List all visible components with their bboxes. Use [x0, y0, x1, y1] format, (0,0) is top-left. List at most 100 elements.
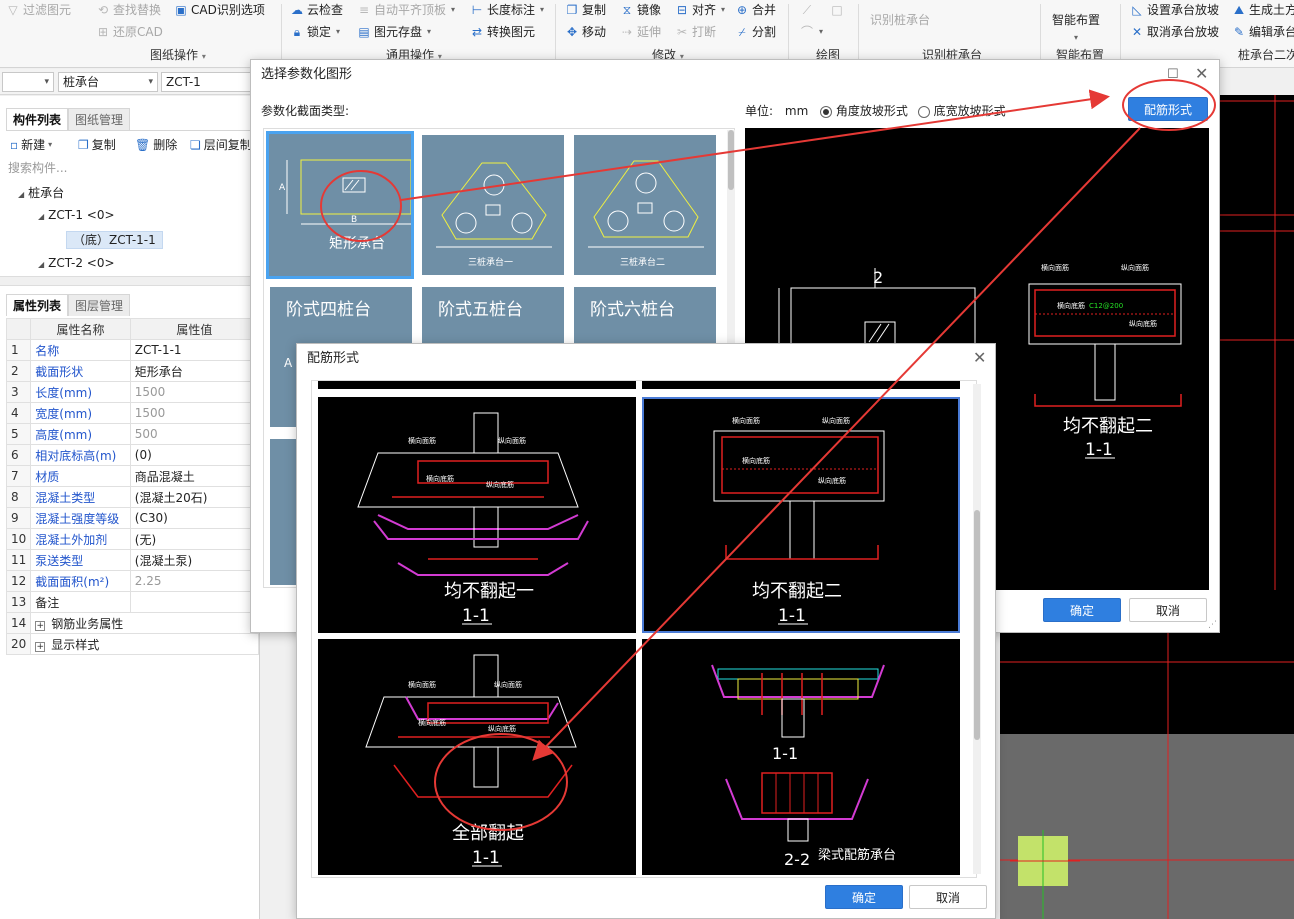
scroll-thumb[interactable]	[974, 510, 980, 740]
property-value[interactable]	[129, 591, 260, 613]
group-expand-icon[interactable]: ▾	[437, 52, 442, 61]
find-replace-button[interactable]: ⟲查找替换	[97, 3, 162, 17]
line-tool-button[interactable]: ⟋	[800, 0, 814, 20]
copy-component-button[interactable]: ❐复制	[78, 135, 116, 155]
layer-copy-button[interactable]: ❏层间复制	[190, 135, 252, 155]
cancel-slope-button[interactable]: ✕取消承台放坡	[1131, 25, 1220, 39]
rebar-cell-all-bend[interactable]: 横向面筋 纵向面筋 横向底筋 纵向底筋 全部翻起 1-1	[318, 639, 636, 875]
delete-button[interactable]: 🗑︎删除	[135, 135, 177, 155]
rebar-cell-no-bend-1[interactable]: 横向面筋 纵向面筋 横向底筋 纵向底筋 均不翻起一 1-1	[318, 397, 636, 633]
align-button[interactable]: ⊟对齐▾	[675, 0, 725, 20]
tab-drawing-management[interactable]: 图纸管理	[68, 108, 131, 130]
cloud-check-button[interactable]: ☁云检查	[291, 3, 344, 17]
property-value[interactable]: 1500	[129, 381, 260, 403]
property-value[interactable]: ZCT-1-1	[129, 339, 260, 361]
tab-layer-management[interactable]: 图层管理	[68, 294, 131, 316]
edit-pile-cap-button[interactable]: ✎编辑承台	[1233, 25, 1294, 39]
filter-button[interactable]: ▽过滤图元	[6, 0, 71, 20]
break-button[interactable]: ✂打断	[676, 25, 717, 39]
radio-angle-slope[interactable]	[820, 105, 833, 118]
rebar-cell-no-bend-2[interactable]: 横向面筋 纵向面筋 横向底筋 纵向底筋 均不翻起二 1-1	[642, 397, 960, 633]
new-button[interactable]: ▫新建▾	[10, 135, 52, 155]
tab-property-list[interactable]: 属性列表	[6, 294, 69, 316]
maximize-icon[interactable]: ☐	[1167, 67, 1179, 82]
radio-width-slope[interactable]	[917, 105, 930, 118]
property-value[interactable]: 矩形承台	[129, 360, 260, 382]
property-value[interactable]: (0)	[129, 444, 260, 466]
tree-node-zct1[interactable]: ◢ZCT-1 <0>	[38, 208, 115, 222]
property-value[interactable]: 2.25	[129, 570, 260, 592]
close-icon[interactable]: ✕	[973, 348, 987, 367]
rebar-cell-beam-cap[interactable]: 1-1 2-2 梁式配筋承台	[642, 639, 960, 875]
auto-flat-slab-button[interactable]: ≡自动平齐顶板▾	[357, 0, 455, 20]
property-value[interactable]: (无)	[129, 528, 260, 550]
property-value[interactable]: (混凝土20石)	[129, 486, 260, 508]
tree-node-zct2[interactable]: ◢ZCT-2 <0>	[38, 256, 115, 270]
property-group[interactable]: +钢筋业务属性	[30, 612, 259, 634]
group-expand-icon[interactable]: ▾	[679, 52, 684, 61]
panel-splitter[interactable]	[0, 276, 260, 286]
tree-root[interactable]: ◢桩承台	[18, 186, 65, 200]
smart-layout-dropdown[interactable]: ▾	[1072, 28, 1078, 48]
smart-layout-button[interactable]: 智能布置	[1052, 13, 1101, 27]
extend-button[interactable]: ⇢延伸	[621, 25, 662, 39]
thumb-three-pile-2[interactable]: 三桩承台二	[574, 135, 716, 275]
expand-plus-icon[interactable]: +	[35, 620, 46, 631]
element-save-button[interactable]: ▤图元存盘▾	[357, 22, 431, 42]
property-value[interactable]: 1500	[129, 402, 260, 424]
resize-grip-icon[interactable]: ⋰	[1208, 620, 1217, 630]
rebar-cancel-button[interactable]: 取消	[909, 885, 987, 909]
merge-button[interactable]: ⊕合并	[736, 3, 777, 17]
group-expand-icon[interactable]: ▾	[201, 52, 206, 61]
property-value[interactable]: 商品混凝土	[129, 465, 260, 487]
mirror-button[interactable]: ⧖镜像	[620, 0, 661, 20]
arc-tool-button[interactable]: ⌒▾	[800, 22, 823, 42]
copy-button[interactable]: ❐复制	[566, 3, 607, 17]
lock-button[interactable]: 🔒︎锁定▾	[290, 22, 340, 42]
property-group[interactable]: +显示样式	[30, 633, 259, 655]
param-cancel-button[interactable]: 取消	[1129, 598, 1207, 622]
set-slope-button[interactable]: ◺设置承台放坡	[1130, 0, 1219, 20]
component-select[interactable]: ZCT-1	[161, 72, 257, 92]
table-row-group[interactable]: 20+显示样式	[5, 633, 259, 655]
search-input[interactable]: 搜索构件...	[8, 161, 68, 175]
restore-cad-button[interactable]: ⊞还原CAD	[97, 25, 163, 39]
thumb-rect-cap[interactable]: A B 矩形承台	[266, 131, 414, 279]
table-row-group[interactable]: 14+钢筋业务属性	[5, 612, 259, 634]
property-value[interactable]: (C30)	[129, 507, 260, 529]
type-select[interactable]: 桩承台▾	[58, 72, 158, 92]
rebar-form-button[interactable]: 配筋形式	[1128, 97, 1208, 121]
property-value[interactable]: 500	[129, 423, 260, 445]
length-dim-button[interactable]: ⊢长度标注▾	[470, 0, 544, 20]
split-button[interactable]: ⌿分割	[735, 22, 776, 42]
tree-node-zct1-1[interactable]: （底）ZCT-1-1	[66, 231, 163, 249]
identify-pile-cap-button[interactable]: 识别桩承台	[870, 13, 931, 27]
move-button[interactable]: ✥移动	[566, 25, 607, 39]
thumb-three-pile-1[interactable]: 三桩承台一	[422, 135, 564, 275]
cad-options-button[interactable]: ▣CAD识别选项	[175, 3, 265, 17]
close-icon[interactable]: ✕	[1195, 64, 1209, 83]
rebar-ok-button[interactable]: 确定	[825, 885, 903, 909]
scroll-thumb[interactable]	[728, 130, 734, 190]
rect-tool-button[interactable]: □	[830, 0, 844, 20]
param-ok-button[interactable]: 确定	[1043, 598, 1121, 622]
tab-component-list[interactable]: 构件列表	[6, 108, 69, 130]
generate-earthwork-button[interactable]: ⛰生成土方	[1233, 3, 1294, 17]
floor-select[interactable]: ▾	[2, 72, 54, 92]
rebar-scrollbar[interactable]	[973, 384, 981, 874]
property-value[interactable]: (混凝土泵)	[129, 549, 260, 571]
expand-plus-icon[interactable]: +	[35, 641, 46, 652]
